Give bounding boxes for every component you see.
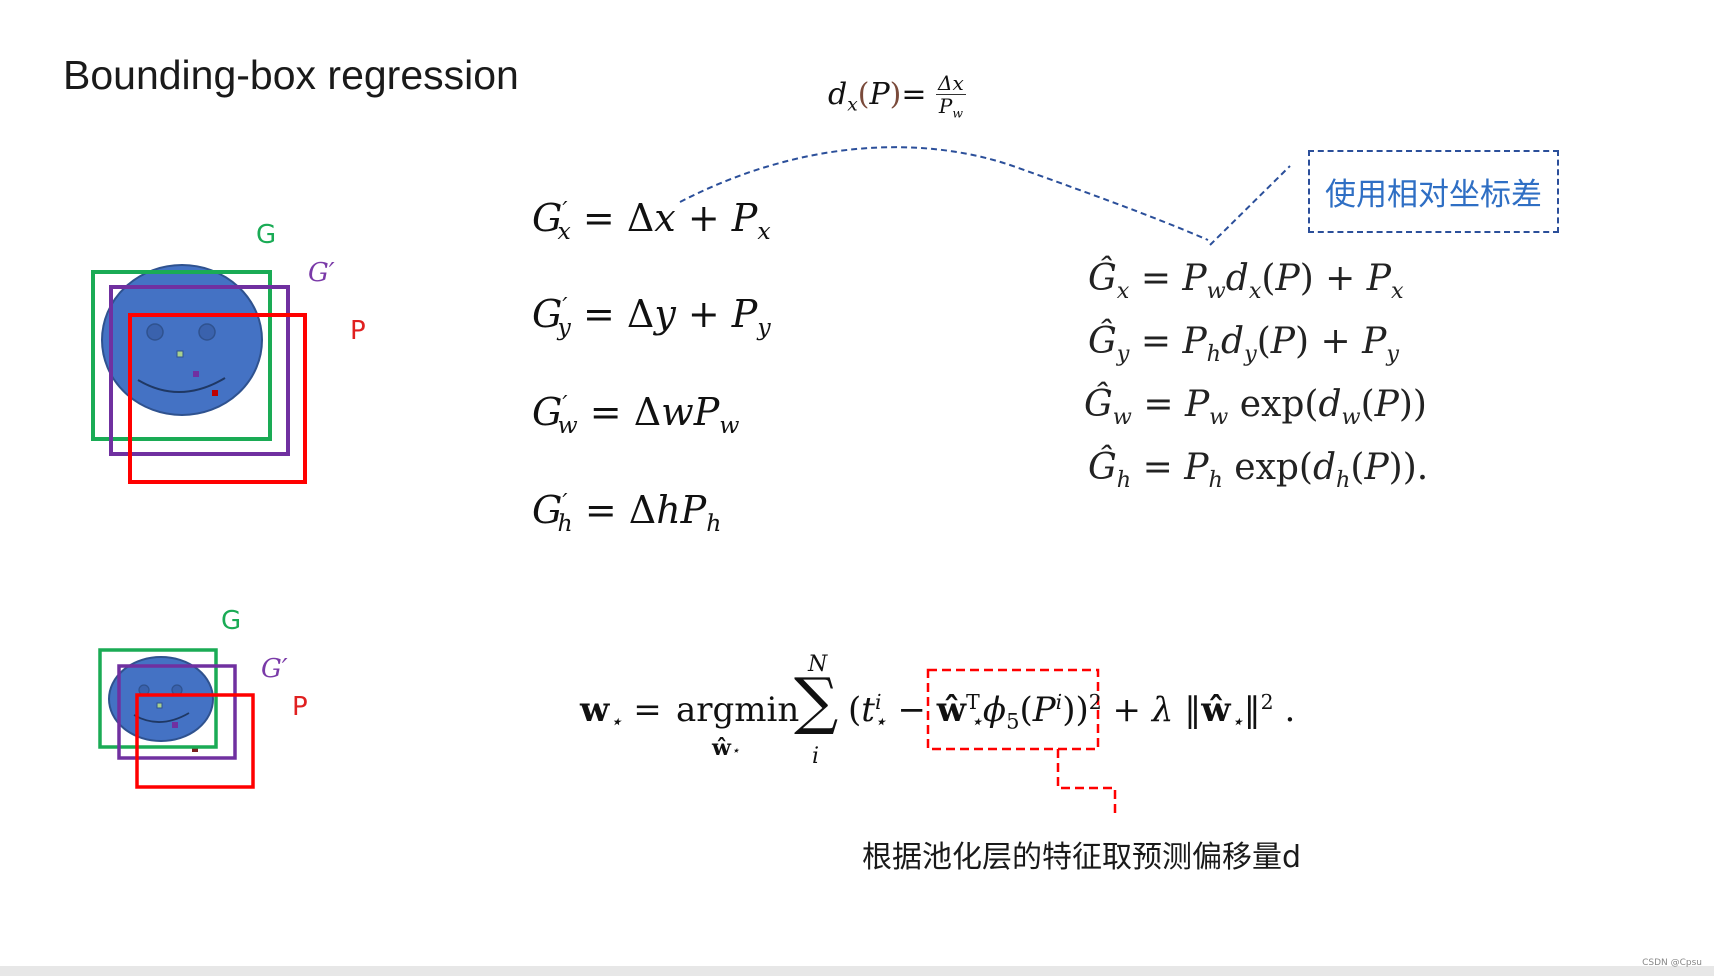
eq-right-x: Ĝx = Pwdx(P) + Px [1088, 258, 1404, 304]
center-gprime-marker-small [172, 722, 178, 728]
watermark: CSDN @Cpsu [1642, 958, 1702, 968]
eq-left-y: G′y = Δy + Py [532, 292, 771, 342]
box-g-small [98, 648, 218, 749]
label-p-small: P [292, 692, 308, 722]
dashed-curve [679, 146, 1209, 241]
label-g: G [256, 220, 277, 250]
label-g-small: G [221, 606, 242, 636]
eq-right-h: Ĝh = Ph exp(dh(P)). [1088, 447, 1429, 493]
bbox-diagram-large [91, 264, 307, 484]
highlight-connector [1056, 749, 1117, 818]
center-p-marker-small [192, 746, 198, 752]
objective-sum-upper: N [808, 652, 828, 677]
eq-left-h: G′h = ΔhPh [532, 488, 722, 538]
box-p [128, 313, 307, 484]
caption: 根据池化层的特征取预测偏移量d [862, 840, 1302, 875]
objective-lhs: w⋆ = [580, 690, 662, 734]
top-formula-lhs: dx(P)= [828, 76, 927, 116]
face-mouth [137, 377, 226, 393]
face-eye-right [198, 323, 216, 341]
label-g-prime: G′ [308, 258, 335, 288]
relative-coord-note: 使用相对坐标差 [1308, 150, 1559, 233]
eq-left-w: G′w = ΔwPw [532, 390, 740, 440]
eq-left-x: G′x = Δx + Px [532, 196, 771, 246]
center-p-marker [212, 390, 218, 396]
center-g-marker [176, 350, 184, 358]
face-ellipse [101, 264, 263, 416]
label-g-prime-small: G′ [261, 654, 288, 684]
top-formula-fraction: Δx Pw [936, 71, 966, 121]
face-eye-left [146, 323, 164, 341]
objective-sum: ∑ [794, 664, 839, 737]
box-gprime-small [117, 664, 237, 760]
objective-sum-lower: i [812, 744, 820, 769]
eq-right-w: Ĝw = Pw exp(dw(P)) [1084, 384, 1427, 430]
eq-right-y: Ĝy = Phdy(P) + Py [1088, 321, 1399, 367]
center-g-marker-small [156, 702, 163, 709]
box-gprime [109, 285, 290, 456]
face-ellipse-small [108, 656, 214, 742]
box-g [91, 270, 272, 441]
top-formula: dx(P)= Δx Pw [828, 72, 966, 120]
objective-argmin-sub: ŵ⋆ [712, 735, 740, 761]
objective-argmin: argmin [676, 690, 800, 730]
label-p: P [350, 316, 366, 346]
dashed-pointer-line [1209, 165, 1291, 246]
center-gprime-marker [193, 371, 199, 377]
objective-body: (ti⋆ − ŵT⋆ϕ5(Pi))2 + λ ‖ŵ⋆‖2 . [848, 690, 1296, 734]
bbox-diagram-small [98, 648, 255, 789]
page-title: Bounding-box regression [63, 52, 519, 98]
footer-bar [0, 966, 1714, 976]
highlight-box [926, 668, 1100, 751]
box-p-small [135, 693, 255, 789]
